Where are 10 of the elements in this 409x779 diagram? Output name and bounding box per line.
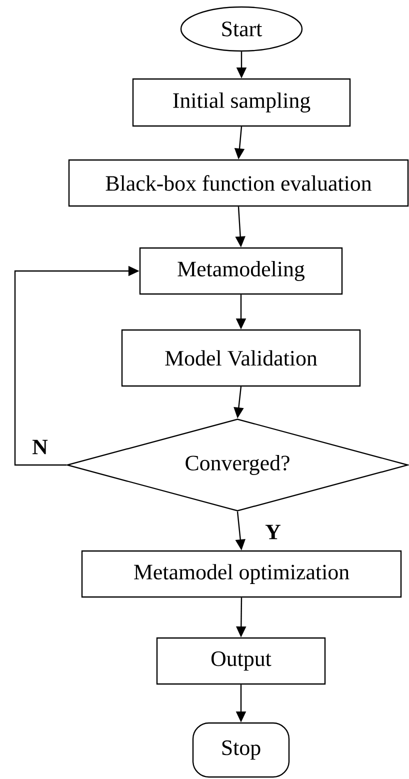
process-box: Output <box>156 637 326 685</box>
process-box: Initial sampling <box>132 78 351 127</box>
edge-label: Y <box>264 524 282 540</box>
process-box: Black-box function evaluation <box>68 159 409 207</box>
process-box: Metamodel optimization <box>81 550 402 598</box>
start-terminal: Start <box>180 6 303 52</box>
edge-label: N <box>31 438 49 456</box>
process-box: Metamodeling <box>139 247 343 295</box>
process-box: Model Validation <box>121 329 361 387</box>
stop-terminal: Stop <box>192 722 290 778</box>
